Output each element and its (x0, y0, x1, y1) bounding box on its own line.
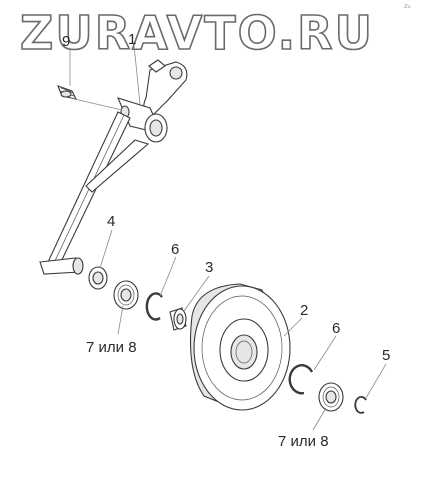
leader-bolt-axis (69, 97, 123, 111)
roller-part (190, 283, 291, 411)
snap-ring-left-part (145, 292, 163, 321)
leader-washer (365, 363, 387, 399)
bearing-right-part (318, 382, 344, 412)
bolt-part (57, 85, 78, 100)
washer-part (354, 396, 367, 414)
callout-snap-ring-right: 6 (332, 320, 340, 337)
corner-mark: Zu (404, 4, 411, 10)
bearing-left-part (113, 280, 139, 310)
arm-part (39, 59, 188, 275)
leader-lines (69, 44, 387, 431)
leader-bearing-left (117, 305, 124, 335)
callout-arm: 1 (128, 31, 136, 48)
callout-washer: 5 (382, 347, 390, 364)
leader-snap-ring-left (159, 256, 177, 297)
callout-bearing-left: 7 или 8 (86, 339, 137, 356)
leader-spacer (99, 229, 113, 269)
spacer-part (88, 266, 108, 290)
leader-bushing (183, 275, 210, 312)
leader-arm (133, 44, 141, 105)
callout-bolt: 9 (62, 33, 70, 50)
leader-bearing-right (312, 407, 327, 431)
snap-ring-right-part (288, 364, 314, 395)
callout-bearing-right: 7 или 8 (278, 433, 329, 450)
watermark-text: ZURAVTO.RU (20, 6, 374, 60)
callout-bushing: 3 (205, 259, 213, 276)
callout-spacer: 4 (107, 213, 115, 230)
leader-roller (283, 317, 303, 337)
bushing-part (169, 307, 187, 331)
callout-roller: 2 (300, 302, 308, 319)
callout-snap-ring-left: 6 (171, 241, 179, 258)
leader-snap-ring-right (313, 335, 337, 371)
